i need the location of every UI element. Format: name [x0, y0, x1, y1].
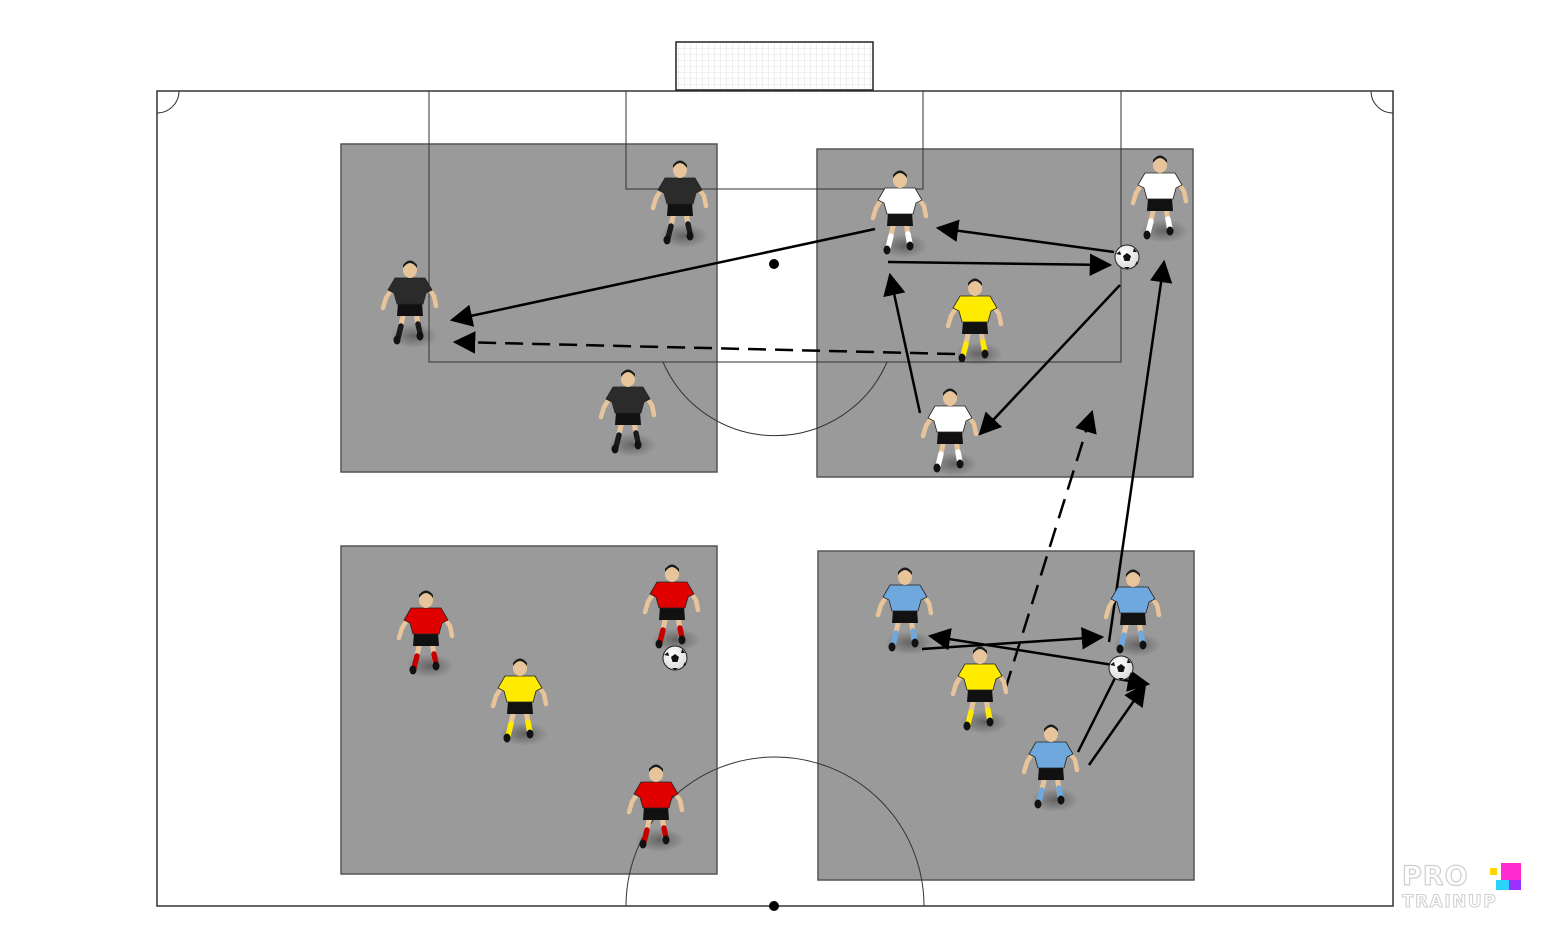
- player-black: [598, 369, 657, 457]
- pass-arrow: [1107, 259, 1173, 643]
- player-blue: [1103, 569, 1162, 657]
- protrainup-logo: PRO TRAINUP: [1401, 860, 1521, 913]
- player-yellow: [945, 278, 1004, 366]
- player-yellow: [490, 658, 549, 746]
- player-white: [1130, 155, 1189, 243]
- player-black: [380, 260, 439, 348]
- player-white: [920, 388, 979, 476]
- logo-square-yellow: [1490, 868, 1497, 875]
- logo-square-purple: [1509, 880, 1521, 890]
- centre-spot: [769, 901, 779, 911]
- corner-arc-top-left: [156, 90, 180, 114]
- goal: [675, 41, 874, 91]
- pass-arrow: [1076, 677, 1117, 753]
- player-yellow: [950, 646, 1009, 734]
- pass-arrow: [887, 253, 1113, 276]
- pass-arrow: [978, 284, 1121, 436]
- pass-arrow: [935, 219, 1115, 254]
- player-blue: [875, 567, 934, 655]
- balls: [662, 244, 1140, 681]
- logo-square-pink: [1501, 863, 1521, 883]
- run-arrow: [452, 331, 956, 356]
- player-red: [642, 564, 701, 652]
- pitch-markings: [428, 90, 1122, 911]
- logo-text-top: PRO: [1402, 861, 1469, 892]
- ball-icon: [1114, 244, 1140, 270]
- logo-square-cyan: [1496, 880, 1510, 890]
- player-white: [870, 170, 929, 258]
- ball-icon: [662, 645, 688, 671]
- player-red: [396, 590, 455, 678]
- arrows: [449, 219, 1173, 766]
- corner-arc-top-right: [1370, 90, 1394, 114]
- penalty-arc: [662, 361, 888, 437]
- logo-text-bottom: TRAINUP: [1402, 892, 1497, 912]
- player-blue: [1021, 724, 1080, 812]
- pass-arrow: [1087, 683, 1147, 766]
- pass-arrow: [921, 627, 1105, 651]
- player-black: [650, 160, 709, 248]
- ball-icon: [1108, 655, 1134, 681]
- players: [380, 155, 1189, 852]
- six-yard-box: [625, 90, 924, 190]
- pass-arrow: [883, 272, 922, 414]
- player-red: [626, 764, 685, 852]
- pass-arrow: [927, 628, 1114, 667]
- pass-arrow: [449, 227, 876, 327]
- penalty-spot: [769, 259, 779, 269]
